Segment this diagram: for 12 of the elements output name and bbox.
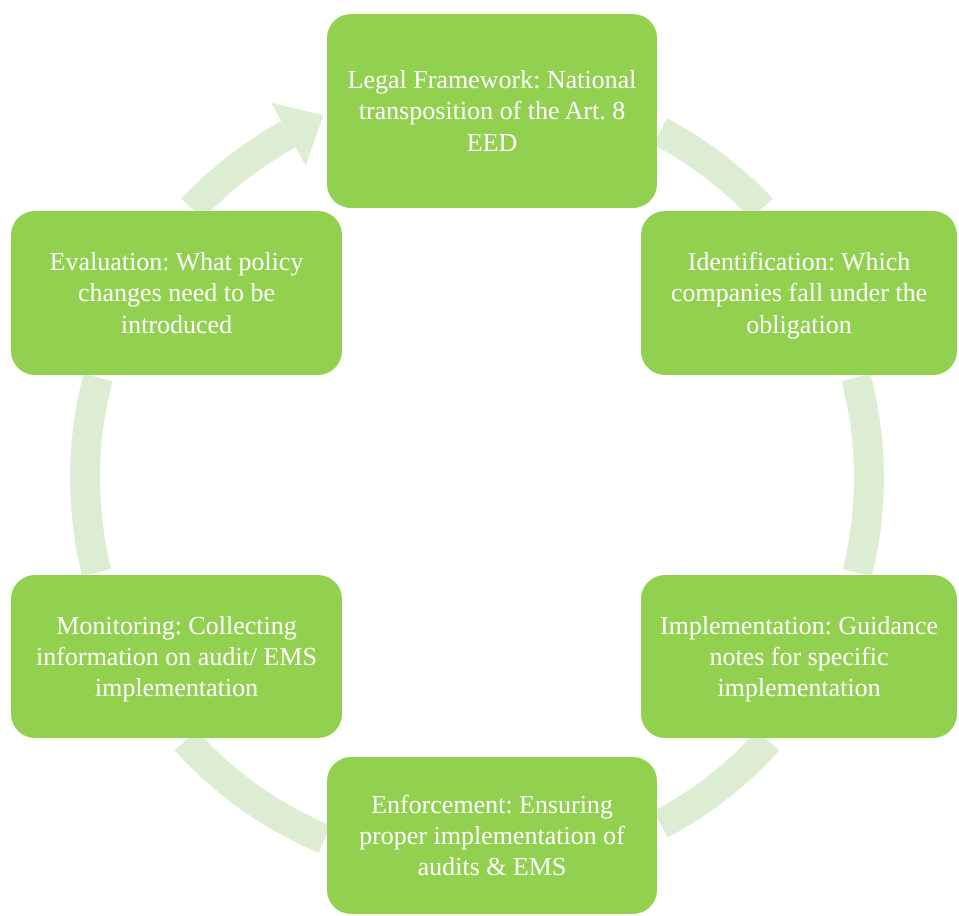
step-text: Identification: Which companies fall under the obligation — [670, 246, 928, 340]
step-text: Legal Framework: National transposition of the Art. 8 EED — [346, 64, 638, 158]
cycle-step-box — [11, 575, 342, 738]
step-text: Implementation: Guidance notes for specific implementation — [659, 610, 939, 704]
cycle-step-box — [327, 14, 657, 208]
step-text: Monitoring: Collecting information on audit/ EMS implementation — [35, 610, 318, 704]
cycle-step-box — [11, 211, 342, 375]
cycle-step-box — [641, 211, 957, 375]
cycle-step-box — [327, 757, 657, 914]
step-text: Evaluation: What policy changes need to be introduced — [48, 246, 304, 340]
step-text: Enforcement: Ensuring proper implementation of audits & EMS — [358, 788, 626, 882]
cycle-step-box — [641, 575, 957, 738]
